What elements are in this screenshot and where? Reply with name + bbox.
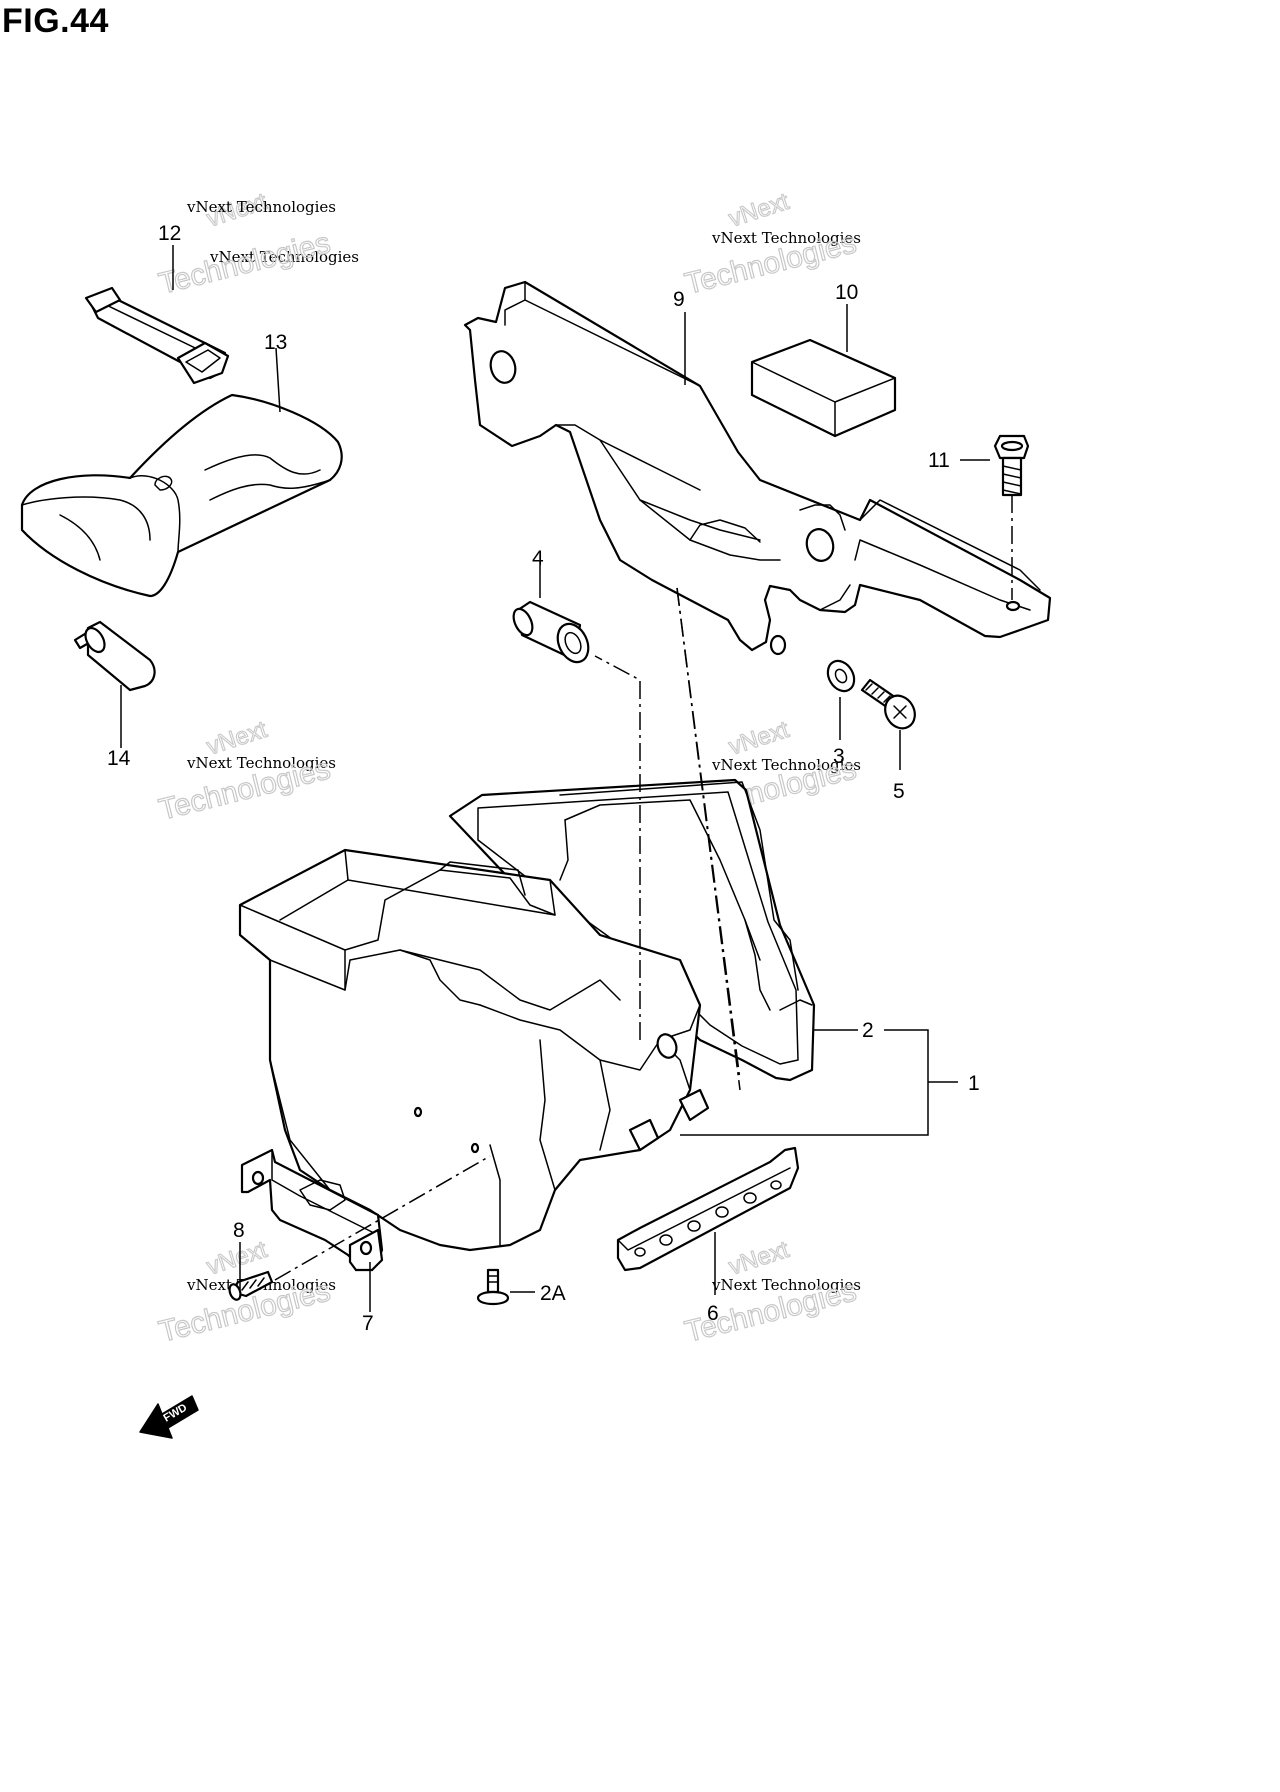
fwd-direction-arrow: FWD [139,1395,199,1439]
callout-9: 9 [673,288,685,311]
callout-5: 5 [893,780,905,803]
svg-text:vNext Technologies: vNext Technologies [711,229,861,247]
callout-13: 13 [264,331,287,354]
svg-text:vNext: vNext [726,1236,793,1281]
callout-12: 12 [158,222,181,245]
part-10-pad [750,338,897,438]
part-14-plug [73,620,156,692]
callout-10: 10 [835,281,858,304]
part-12-strap [84,286,230,385]
callout-2: 2 [862,1019,874,1042]
callout-4: 4 [532,547,544,570]
part-11-bolt [993,434,1030,497]
watermark-middle-left: vNext vNext Technologies Technologies [155,715,336,827]
part-9-bracket [463,280,1052,656]
part-6-strap [616,1146,800,1272]
svg-text:vNext Technologies: vNext Technologies [711,756,861,774]
callout-6: 6 [707,1302,719,1325]
watermark-top-left: vNext vNext Technologies vNext Technolog… [155,187,359,301]
alignment-lines [274,495,1013,1281]
svg-text:vNext Technologies: vNext Technologies [711,1276,861,1294]
callout-7: 7 [362,1312,374,1335]
svg-text:vNext Technologies: vNext Technologies [186,198,336,216]
svg-text:vNext: vNext [726,188,793,233]
part-1-housing [238,848,710,1252]
part-8-screw [228,1270,274,1301]
callout-11: 11 [928,449,950,472]
part-2-gasket-frame [448,778,816,1082]
part-5-bolt [860,678,916,730]
watermark-bottom-right: vNext vNext Technologies Technologies [681,1235,861,1349]
callout-14: 14 [107,747,131,770]
callout-labels: 12 13 4 9 10 11 14 3 5 2 1 8 7 2A 6 [107,222,980,1335]
callout-2a: 2A [540,1282,566,1305]
svg-text:vNext Technologies: vNext Technologies [209,248,359,266]
svg-text:vNext: vNext [726,716,793,761]
callout-3: 3 [833,745,845,768]
svg-text:vNext Technologies: vNext Technologies [186,754,336,772]
svg-text:Technologies: Technologies [156,226,334,300]
part-4-grommet [512,600,590,664]
part-7-bracket [240,1148,384,1272]
callout-leaders [120,245,990,1312]
part-2a-screw [476,1268,510,1306]
part-3-washer [826,659,856,693]
callout-1: 1 [968,1072,980,1095]
callout-8: 8 [233,1219,245,1242]
part-13-cover [20,393,343,598]
figure-title: FIG.44 [2,2,109,40]
